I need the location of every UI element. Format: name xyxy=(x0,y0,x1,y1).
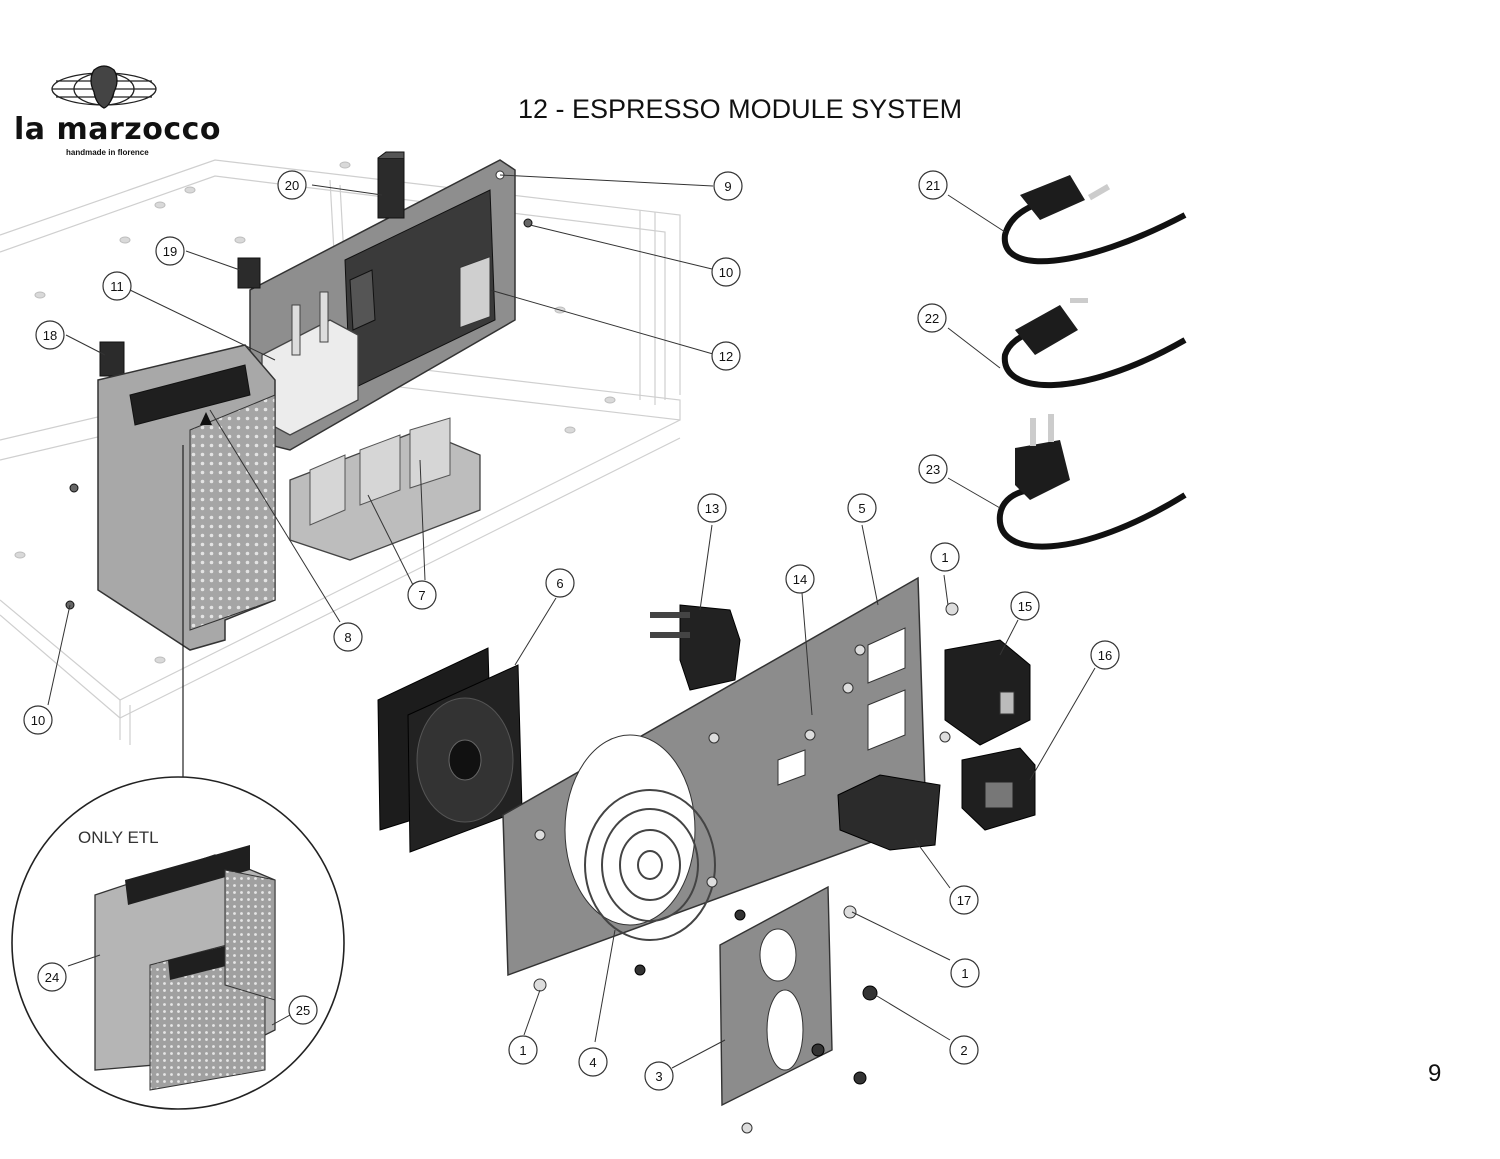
callouts: 1 1 1 2 3 4 5 6 7 8 9 10 10 11 12 13 14 … xyxy=(23,170,1120,1091)
callout-5: 5 xyxy=(847,493,877,523)
page-number: 9 xyxy=(1428,1060,1442,1087)
callout-14: 14 xyxy=(785,564,815,594)
callout-number: 12 xyxy=(719,349,733,364)
callout-number: 19 xyxy=(163,244,177,259)
part-15-switch[interactable] xyxy=(944,639,1031,746)
callout-number: 10 xyxy=(31,713,45,728)
callout-3: 3 xyxy=(644,1061,674,1091)
callout-1: 1 xyxy=(508,1035,538,1065)
callout-12: 12 xyxy=(711,341,741,371)
callout-10: 10 xyxy=(711,257,741,287)
callout-number: 23 xyxy=(926,462,940,477)
callout-7: 7 xyxy=(407,580,437,610)
callout-number: 1 xyxy=(941,550,948,565)
part-12-control-board[interactable] xyxy=(344,189,496,391)
callout-number: 13 xyxy=(705,501,719,516)
callout-number: 14 xyxy=(793,572,807,587)
callout-25: 25 xyxy=(288,995,318,1025)
callout-15: 15 xyxy=(1010,591,1040,621)
callout-1: 1 xyxy=(950,958,980,988)
callout-8: 8 xyxy=(333,622,363,652)
callout-4: 4 xyxy=(578,1047,608,1077)
part-3-plate[interactable] xyxy=(719,885,833,1107)
callout-number: 22 xyxy=(925,311,939,326)
part-8-power-supply[interactable] xyxy=(97,344,276,651)
callout-number: 7 xyxy=(418,588,425,603)
callout-number: 3 xyxy=(655,1069,662,1084)
callout-number: 1 xyxy=(519,1043,526,1058)
part-13-connector[interactable] xyxy=(650,604,741,691)
callout-1: 1 xyxy=(930,542,960,572)
part-11-valve-block[interactable] xyxy=(261,291,359,436)
part-22-power-cord[interactable] xyxy=(1001,298,1187,388)
callout-number: 24 xyxy=(45,970,59,985)
callout-24: 24 xyxy=(37,962,67,992)
callout-6: 6 xyxy=(545,568,575,598)
part-20-connector[interactable] xyxy=(377,151,405,219)
part-23-power-cord[interactable] xyxy=(996,414,1187,550)
callout-number: 9 xyxy=(724,179,731,194)
part-5-front-panel[interactable] xyxy=(502,576,927,977)
callout-20: 20 xyxy=(277,170,307,200)
callout-23: 23 xyxy=(918,454,948,484)
callout-number: 20 xyxy=(285,178,299,193)
part-7-relays[interactable] xyxy=(289,417,481,561)
etl-detail-circle xyxy=(11,445,345,1110)
part-6-fan[interactable] xyxy=(377,647,523,853)
callout-number: 5 xyxy=(858,501,865,516)
callout-number: 2 xyxy=(960,1043,967,1058)
callout-number: 16 xyxy=(1098,648,1112,663)
brand-name: la marzocco xyxy=(14,112,222,147)
callout-number: 25 xyxy=(296,1003,310,1018)
callout-number: 21 xyxy=(926,178,940,193)
callout-16: 16 xyxy=(1090,640,1120,670)
callout-number: 8 xyxy=(344,630,351,645)
part-17-connector[interactable] xyxy=(837,774,941,851)
brand-logo-icon xyxy=(51,65,157,109)
brand-tagline: handmade in florence xyxy=(66,148,149,157)
callout-9: 9 xyxy=(713,171,743,201)
callout-number: 11 xyxy=(110,279,124,294)
callout-number: 4 xyxy=(589,1055,596,1070)
callout-number: 18 xyxy=(43,328,57,343)
part-1-screw[interactable] xyxy=(533,602,959,1134)
callout-number: 1 xyxy=(961,966,968,981)
callout-19: 19 xyxy=(155,236,185,266)
part-16-switch-bezel[interactable] xyxy=(961,747,1036,831)
part-2-screw[interactable] xyxy=(634,909,878,1085)
callout-2: 2 xyxy=(949,1035,979,1065)
page-title: 12 - ESPRESSO MODULE SYSTEM xyxy=(518,94,963,124)
leader-lines xyxy=(47,174,1096,1069)
callout-22: 22 xyxy=(917,303,947,333)
callout-number: 6 xyxy=(556,576,563,591)
part-21-power-cord[interactable] xyxy=(1001,175,1187,265)
callout-13: 13 xyxy=(697,493,727,523)
callout-number: 10 xyxy=(719,265,733,280)
part-4-fan-guard[interactable] xyxy=(584,789,716,941)
etl-detail-label: ONLY ETL xyxy=(78,828,159,847)
callout-17: 17 xyxy=(949,885,979,915)
callout-21: 21 xyxy=(918,170,948,200)
callout-10: 10 xyxy=(23,705,53,735)
part-18-clip[interactable] xyxy=(99,341,125,377)
callout-18: 18 xyxy=(35,320,65,350)
callout-number: 17 xyxy=(957,893,971,908)
callout-11: 11 xyxy=(102,271,132,301)
callout-number: 15 xyxy=(1018,599,1032,614)
part-19-clip[interactable] xyxy=(237,257,261,289)
